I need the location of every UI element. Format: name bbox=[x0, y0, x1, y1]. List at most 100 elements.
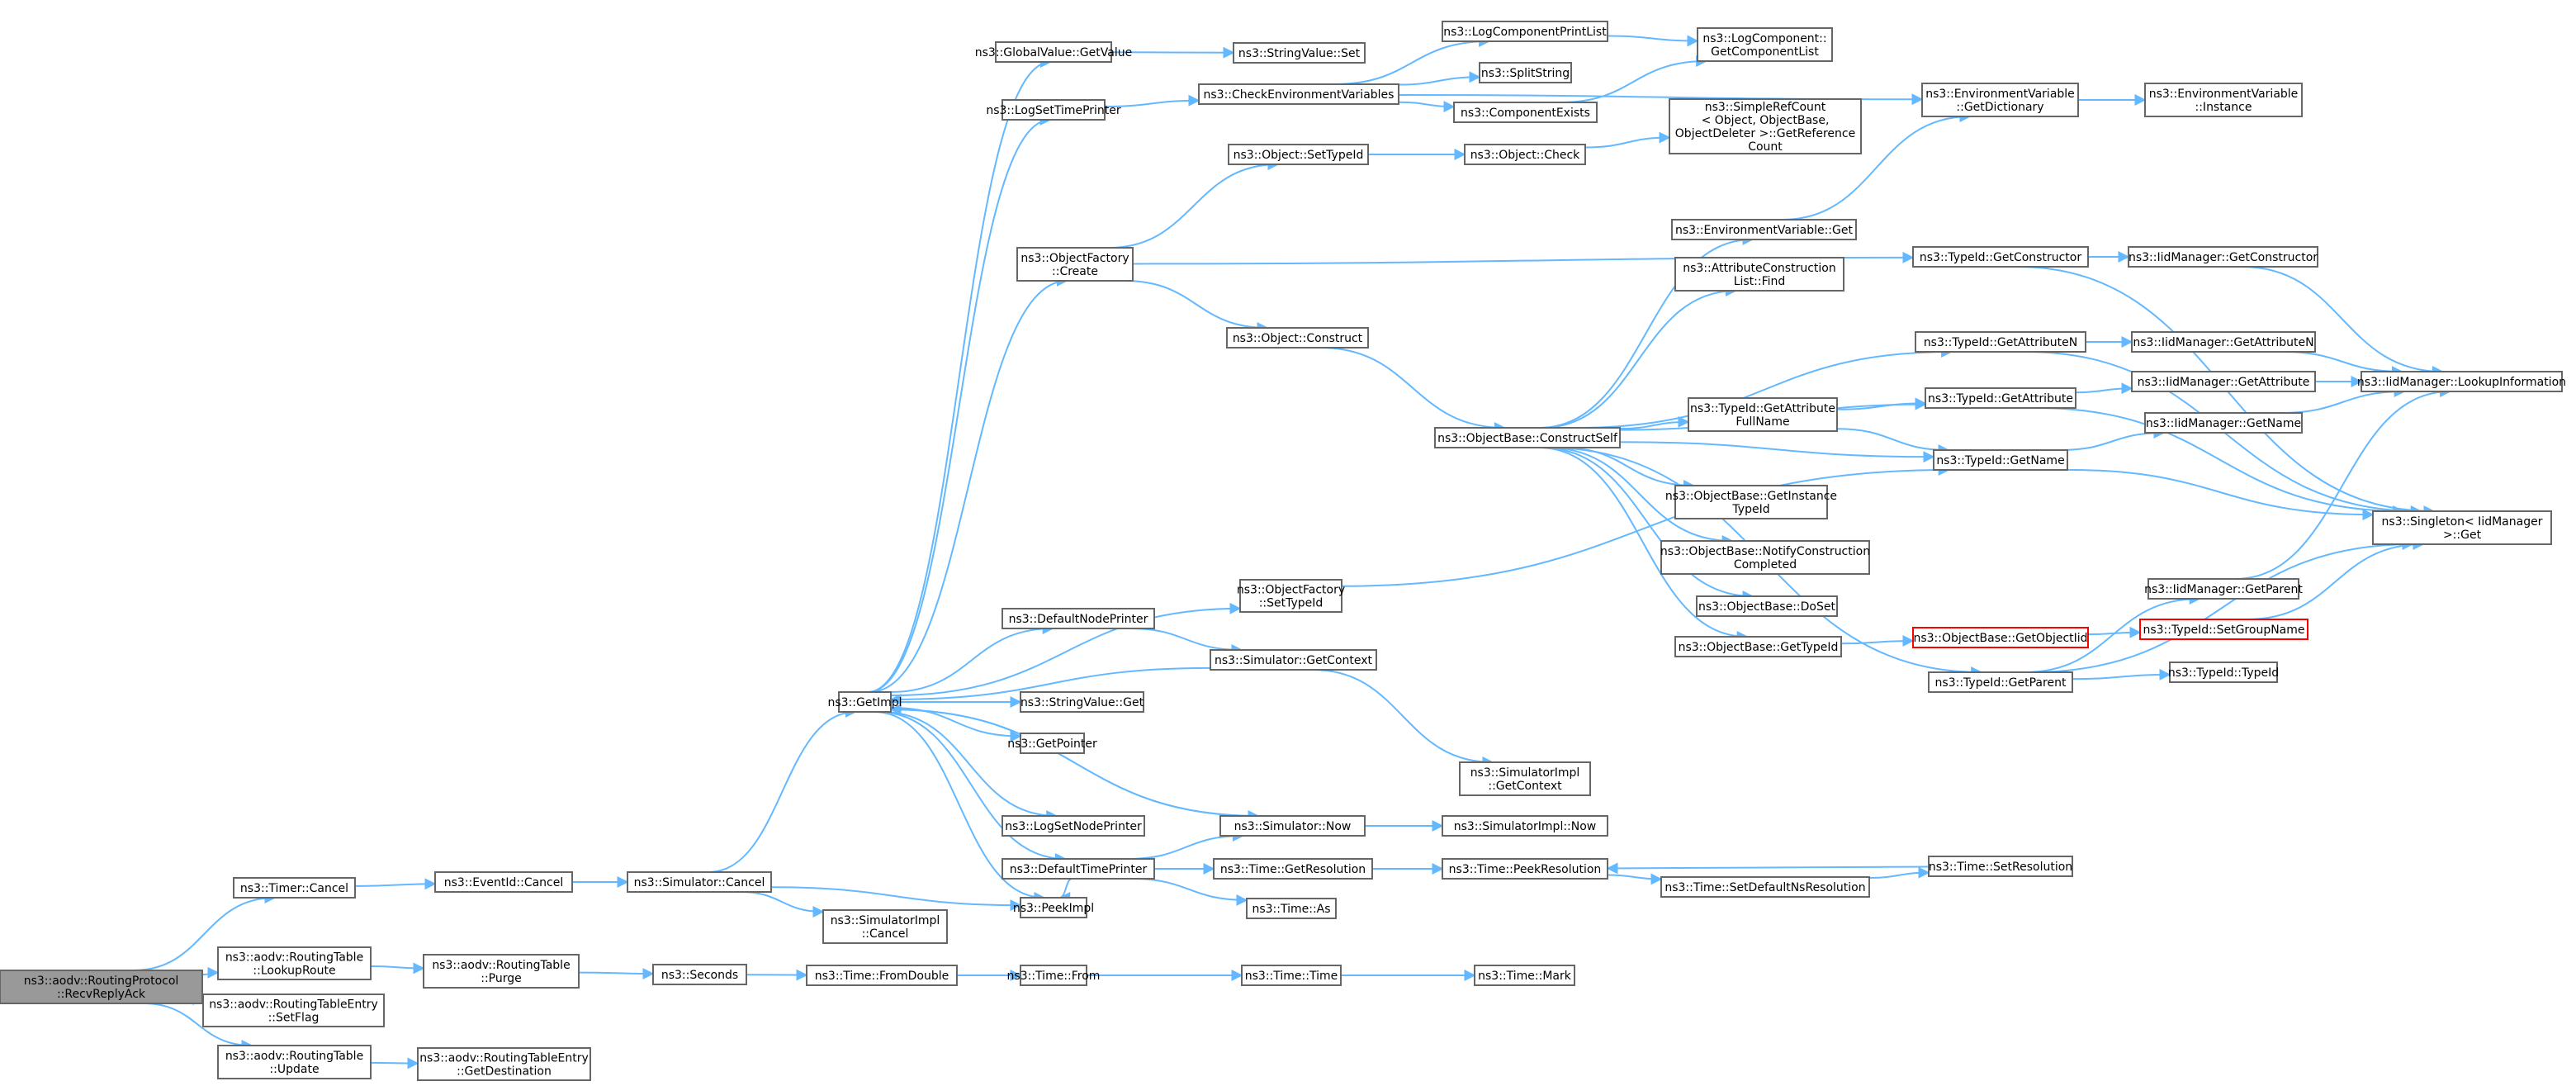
node-label-line: ::RecvReplyAck bbox=[57, 988, 146, 1001]
node-recv[interactable]: ns3::aodv::RoutingProtocol::RecvReplyAck bbox=[0, 970, 203, 1004]
node-objectbase-doset[interactable]: ns3::ObjectBase::DoSet bbox=[1696, 595, 1838, 617]
node-getpointer[interactable]: ns3::GetPointer bbox=[1007, 733, 1097, 754]
node-label-line: ::Purge bbox=[481, 972, 522, 985]
node-defaulttimeprinter[interactable]: ns3::DefaultTimePrinter bbox=[1002, 858, 1155, 880]
node-box bbox=[1020, 965, 1087, 986]
node-simimpl-now[interactable]: ns3::SimulatorImpl::Now bbox=[1442, 815, 1608, 837]
node-iidmgr-getconstructor[interactable]: ns3::IidManager::GetConstructor bbox=[2128, 246, 2318, 268]
node-label-line: ::Create bbox=[1052, 265, 1098, 278]
node-rt-update[interactable]: ns3::aodv::RoutingTable::Update bbox=[217, 1045, 372, 1079]
node-envvar-getdictionary[interactable]: ns3::EnvironmentVariable::GetDictionary bbox=[1921, 83, 2079, 117]
node-envvar-get[interactable]: ns3::EnvironmentVariable::Get bbox=[1671, 219, 1857, 240]
node-typeid-getconstructor[interactable]: ns3::TypeId::GetConstructor bbox=[1912, 246, 2089, 268]
node-stringvalue-get[interactable]: ns3::StringValue::Get bbox=[1020, 691, 1144, 713]
node-seconds[interactable]: ns3::Seconds bbox=[652, 964, 747, 985]
node-label-line: ns3::IidManager::GetAttributeN bbox=[2133, 336, 2313, 349]
node-set-flag[interactable]: ns3::aodv::RoutingTableEntry::SetFlag bbox=[202, 994, 385, 1027]
node-iidmgr-getparent[interactable]: ns3::IidManager::GetParent bbox=[2144, 578, 2303, 600]
node-box bbox=[2144, 83, 2303, 117]
node-sim-now[interactable]: ns3::Simulator::Now bbox=[1219, 815, 1366, 837]
node-iidmgr-getattribute[interactable]: ns3::IidManager::GetAttribute bbox=[2131, 371, 2316, 392]
node-objectbase-constructself[interactable]: ns3::ObjectBase::ConstructSelf bbox=[1434, 427, 1621, 448]
node-get-destination[interactable]: ns3::aodv::RoutingTableEntry::GetDestina… bbox=[417, 1047, 591, 1081]
node-label-line: GetComponentList bbox=[1711, 45, 1819, 59]
node-iidmgr-lookupinfo[interactable]: ns3::IidManager::LookupInformation bbox=[2357, 371, 2566, 392]
node-typeid-getattribute[interactable]: ns3::TypeId::GetAttribute bbox=[1925, 387, 2076, 409]
node-label-line: ns3::StringValue::Get bbox=[1020, 696, 1144, 709]
node-objectbase-gettypeid[interactable]: ns3::ObjectBase::GetTypeId bbox=[1674, 636, 1842, 657]
call-edge-getimpl-to-defaulttimeprinter bbox=[877, 711, 1068, 865]
node-checkenvvars[interactable]: ns3::CheckEnvironmentVariables bbox=[1198, 83, 1399, 105]
node-label-line: List::Find bbox=[1734, 275, 1786, 288]
node-typeid-getattributen[interactable]: ns3::TypeId::GetAttributeN bbox=[1915, 331, 2086, 353]
node-simimpl-cancel[interactable]: ns3::SimulatorImpl::Cancel bbox=[822, 909, 948, 944]
node-label-line: FullName bbox=[1735, 415, 1789, 429]
node-objectfactory-settypeid[interactable]: ns3::ObjectFactory::SetTypeId bbox=[1237, 579, 1345, 613]
node-stringvalue-set[interactable]: ns3::StringValue::Set bbox=[1233, 42, 1366, 64]
node-singleton-get[interactable]: ns3::Singleton< IidManager>::Get bbox=[2372, 510, 2552, 545]
node-splitstring[interactable]: ns3::SplitString bbox=[1479, 62, 1572, 83]
node-box bbox=[423, 954, 580, 989]
node-box bbox=[1020, 691, 1144, 713]
node-object-settypeid[interactable]: ns3::Object::SetTypeId bbox=[1228, 144, 1369, 165]
node-time-as[interactable]: ns3::Time::As bbox=[1246, 898, 1337, 919]
node-objectfactory-create[interactable]: ns3::ObjectFactory::Create bbox=[1016, 247, 1134, 282]
node-componentexists[interactable]: ns3::ComponentExists bbox=[1453, 102, 1598, 123]
node-box bbox=[1933, 449, 2068, 471]
node-getimpl[interactable]: ns3::GetImpl bbox=[827, 691, 902, 713]
node-label-line: ns3::LogComponent:: bbox=[1702, 32, 1826, 45]
node-iidmgr-getattributen[interactable]: ns3::IidManager::GetAttributeN bbox=[2131, 331, 2316, 353]
node-logsettimeprinter[interactable]: ns3::LogSetTimePrinter bbox=[986, 99, 1121, 121]
node-time-from[interactable]: ns3::Time::From bbox=[1007, 965, 1101, 986]
node-typeid-getname[interactable]: ns3::TypeId::GetName bbox=[1933, 449, 2068, 471]
node-label-line: ns3::Singleton< IidManager bbox=[2382, 515, 2543, 529]
call-edge-time_setresolution-to-time_peekresolution bbox=[1606, 862, 1930, 875]
node-box bbox=[2372, 510, 2552, 545]
node-label-line: ns3::TypeId::GetAttributeN bbox=[1924, 336, 2077, 349]
node-defaultnodeprinter[interactable]: ns3::DefaultNodePrinter bbox=[1002, 608, 1155, 629]
node-time-mark[interactable]: ns3::Time::Mark bbox=[1474, 965, 1575, 986]
node-sim-getcontext[interactable]: ns3::Simulator::GetContext bbox=[1210, 649, 1377, 671]
node-timer-cancel[interactable]: ns3::Timer::Cancel bbox=[233, 877, 356, 899]
node-sim-cancel[interactable]: ns3::Simulator::Cancel bbox=[627, 871, 772, 893]
call-edge-time_setdefaultnsres-to-time_setresolution bbox=[1868, 866, 1930, 879]
call-edge-objectbase_constructself-to-typeid_getattributen bbox=[1576, 346, 1953, 429]
node-typeid-getparent[interactable]: ns3::TypeId::GetParent bbox=[1928, 671, 2073, 693]
node-rt-purge[interactable]: ns3::aodv::RoutingTable::Purge bbox=[423, 954, 580, 989]
node-time-getresolution[interactable]: ns3::Time::GetResolution bbox=[1213, 858, 1373, 880]
node-box bbox=[1002, 815, 1145, 837]
node-time-fromdouble[interactable]: ns3::Time::FromDouble bbox=[806, 965, 958, 986]
node-eventid-cancel[interactable]: ns3::EventId::Cancel bbox=[434, 871, 573, 893]
node-logcompprintlist[interactable]: ns3::LogComponentPrintList bbox=[1442, 21, 1608, 42]
node-label-line: ns3::ObjectBase::ConstructSelf bbox=[1437, 432, 1618, 445]
node-label-line: ::Cancel bbox=[862, 927, 909, 941]
node-time-time[interactable]: ns3::Time::Time bbox=[1241, 965, 1342, 986]
node-lookup-route[interactable]: ns3::aodv::RoutingTable::LookupRoute bbox=[217, 946, 372, 980]
node-object-check[interactable]: ns3::Object::Check bbox=[1464, 144, 1586, 165]
node-peekimpl[interactable]: ns3::PeekImpl bbox=[1013, 897, 1094, 918]
node-box bbox=[1671, 219, 1857, 240]
node-simimpl-getcontext[interactable]: ns3::SimulatorImpl::GetContext bbox=[1459, 761, 1591, 796]
node-box bbox=[1925, 387, 2076, 409]
node-logsetnodeprinter[interactable]: ns3::LogSetNodePrinter bbox=[1002, 815, 1145, 837]
node-objectbase-getobjectiid[interactable]: ns3::ObjectBase::GetObjectIid bbox=[1912, 627, 2089, 648]
node-label-line: ns3::ObjectFactory bbox=[1020, 252, 1129, 265]
node-typeid-setgroupname[interactable]: ns3::TypeId::SetGroupName bbox=[2139, 619, 2308, 640]
node-label-line: ::Update bbox=[269, 1063, 319, 1076]
node-logcomp-getcomplist[interactable]: ns3::LogComponent::GetComponentList bbox=[1697, 27, 1833, 62]
node-object-construct[interactable]: ns3::Object::Construct bbox=[1226, 327, 1369, 349]
node-time-peekresolution[interactable]: ns3::Time::PeekResolution bbox=[1442, 858, 1608, 880]
node-time-setresolution[interactable]: ns3::Time::SetResolution bbox=[1928, 856, 2073, 877]
node-typeid-typeid[interactable]: ns3::TypeId::TypeId bbox=[2168, 662, 2279, 683]
node-box bbox=[652, 964, 747, 985]
node-globalvalue-getvalue[interactable]: ns3::GlobalValue::GetValue bbox=[975, 41, 1132, 63]
node-objectbase-notifyconstr[interactable]: ns3::ObjectBase::NotifyConstructionCompl… bbox=[1660, 540, 1870, 575]
call-edge-objectbase_constructself-to-objectbase_gettypeid bbox=[1538, 447, 1749, 643]
node-envvar-instance[interactable]: ns3::EnvironmentVariable::Instance bbox=[2144, 83, 2303, 117]
node-simplerefcount[interactable]: ns3::SimpleRefCount< Object, ObjectBase,… bbox=[1669, 98, 1862, 154]
node-iidmgr-getname[interactable]: ns3::IidManager::GetName bbox=[2144, 412, 2303, 434]
node-time-setdefaultnsres[interactable]: ns3::Time::SetDefaultNsResolution bbox=[1660, 876, 1870, 898]
